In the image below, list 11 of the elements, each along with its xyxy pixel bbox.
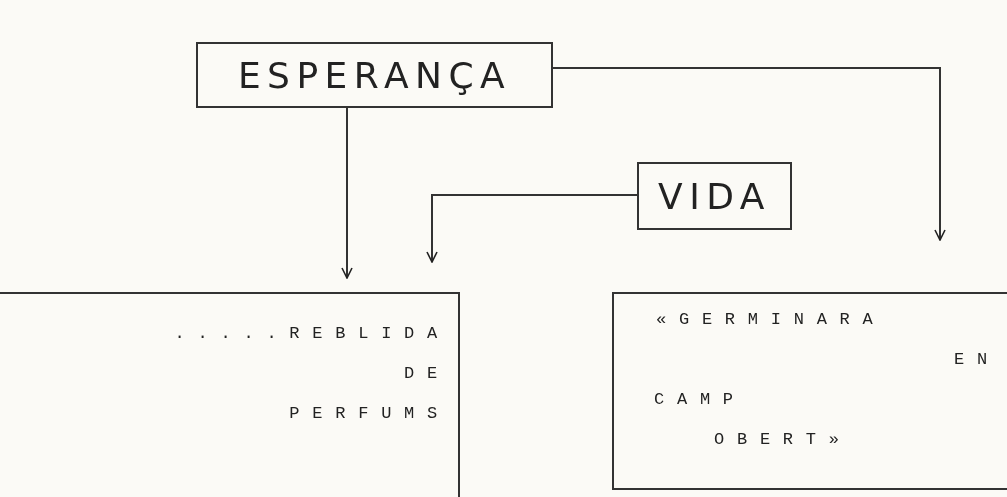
label-box <box>196 42 553 108</box>
arrow <box>426 194 638 263</box>
arrow <box>552 67 946 241</box>
arrow <box>341 107 353 279</box>
text-panel <box>612 292 1007 490</box>
box-label: ESPERANÇA <box>237 54 512 96</box>
box-label: VIDA <box>658 175 771 217</box>
label-box <box>637 162 792 230</box>
poem-text: .....REBLIDA DE PERFUMS <box>173 323 450 425</box>
quote-text: «GERMINARA EN CAMP OBERT» <box>653 309 1001 451</box>
text-panel <box>0 292 460 497</box>
